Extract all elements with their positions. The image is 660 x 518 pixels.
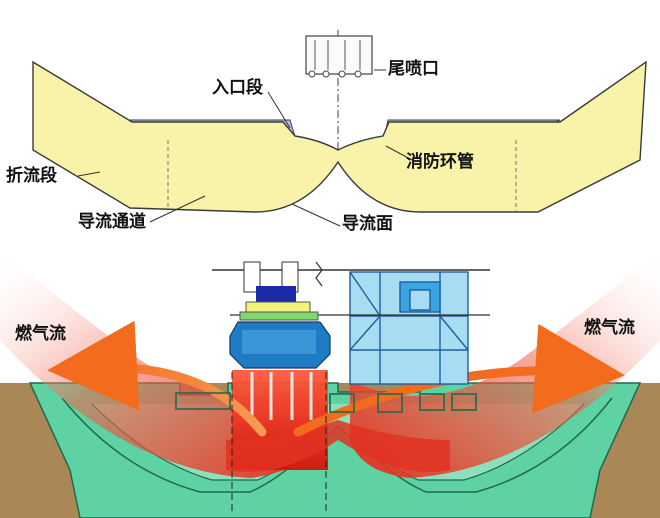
- deflector-body: [33, 62, 646, 212]
- label-diversion-surface: 导流面: [342, 216, 393, 233]
- label-fire-ring-pipe: 消防环管: [406, 154, 474, 171]
- launch-pad-section: [0, 250, 660, 518]
- tail-nozzle-icon: [306, 36, 372, 77]
- label-gas-flow-right: 燃气流: [584, 320, 635, 337]
- deflector-section: [33, 30, 646, 226]
- service-tower: [350, 272, 468, 384]
- label-diversion-channel: 导流通道: [78, 214, 146, 231]
- label-gas-flow-left: 燃气流: [15, 326, 66, 343]
- label-tail-nozzle: 尾喷口: [388, 61, 439, 78]
- label-deflection-section: 折流段: [6, 168, 57, 185]
- label-entry-section: 入口段: [212, 80, 263, 97]
